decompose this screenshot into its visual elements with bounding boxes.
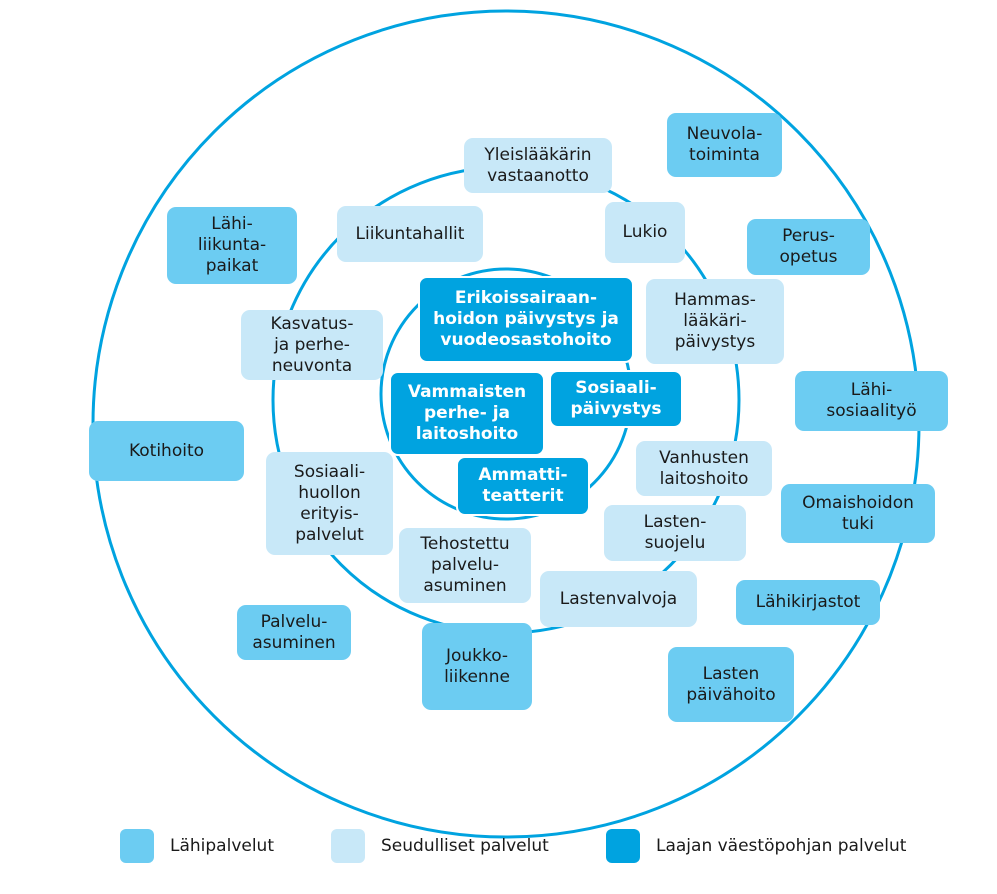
legend-laaja: Laajan väestöpohjan palvelut (606, 828, 906, 864)
box-kasvatus-ja-perheneuvonta: Kasvatus- ja perhe- neuvonta (241, 310, 383, 380)
box-lastensuojelu: Lasten- suojelu (604, 505, 746, 561)
box-lahiliikuntapaikat: Lähi- liikunta- paikat (167, 207, 297, 284)
legend-swatch-laaja (606, 829, 640, 863)
box-kotihoito: Kotihoito (89, 421, 244, 481)
box-lastenvalvoja: Lastenvalvoja (540, 571, 697, 627)
box-ammattiteatterit: Ammatti- teatterit (456, 456, 590, 516)
box-perusopetus: Perus- opetus (747, 219, 870, 275)
box-lasten-paivahoito: Lasten päivähoito (668, 647, 794, 722)
box-tehostettu-palveluasuminen: Tehostettu palvelu- asuminen (399, 528, 531, 603)
box-neuvolatoiminta: Neuvola- toiminta (667, 113, 782, 177)
legend-lahipalvelut: Lähipalvelut (120, 828, 274, 864)
legend-label-lahipalvelut: Lähipalvelut (170, 836, 275, 856)
legend-swatch-lahipalvelut (120, 829, 154, 863)
legend-seudulliset: Seudulliset palvelut (331, 828, 549, 864)
box-vammaisten-perhe-ja-laitoshoito: Vammaisten perhe- ja laitoshoito (389, 371, 545, 456)
legend-swatch-seudulliset (331, 829, 365, 863)
legend-label-laaja: Laajan väestöpohjan palvelut (656, 836, 907, 856)
box-joukkoliikenne: Joukko- liikenne (422, 623, 532, 710)
box-lukio: Lukio (605, 202, 685, 263)
legend-label-seudulliset: Seudulliset palvelut (381, 836, 549, 856)
box-omaishoidon-tuki: Omaishoidon tuki (781, 484, 935, 543)
box-yleislaakarin-vastaanotto: Yleislääkärin vastaanotto (464, 138, 612, 193)
box-palveluasuminen: Palvelu- asuminen (237, 605, 351, 660)
box-vanhusten-laitoshoito: Vanhusten laitoshoito (636, 441, 772, 496)
box-lahikirjastot: Lähikirjastot (736, 580, 880, 625)
box-sosiaalipaivystys: Sosiaali- päivystys (549, 370, 683, 428)
box-hammaslaakaripaivystys: Hammas- lääkäri- päivystys (646, 279, 784, 364)
box-lahisosiaalityo: Lähi- sosiaalityö (795, 371, 948, 431)
box-sosiaalihuollon-erityispalvelut: Sosiaali- huollon erityis- palvelut (266, 452, 393, 555)
box-erikoissairaanhoidon-paivystys: Erikoissairaan- hoidon päivystys ja vuod… (418, 276, 634, 363)
box-liikuntahallit: Liikuntahallit (337, 206, 483, 262)
